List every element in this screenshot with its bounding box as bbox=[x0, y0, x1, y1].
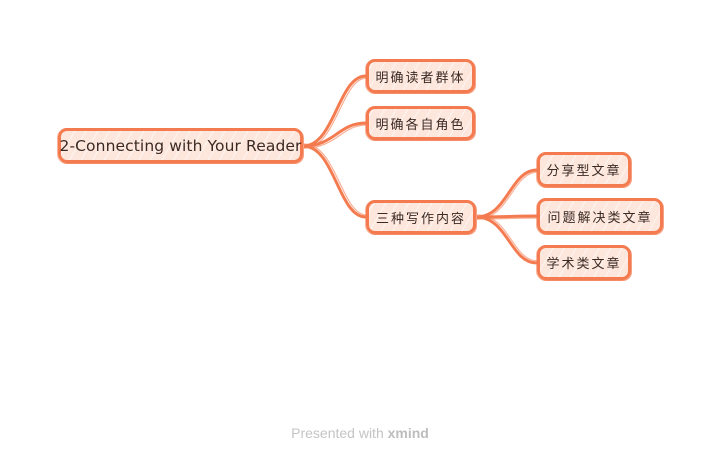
xmind-logo-text[interactable]: xmind bbox=[387, 425, 429, 441]
footer-prefix: Presented with bbox=[291, 425, 388, 441]
topic-label: 三种写作内容 bbox=[375, 211, 466, 227]
subtopic-sharing-articles[interactable]: 分享型文章 bbox=[536, 152, 631, 188]
subtopic-label: 分享型文章 bbox=[546, 164, 622, 179]
topic-identify-roles[interactable]: 明确各自角色 bbox=[365, 106, 475, 141]
connector-root-branch1 bbox=[301, 74, 368, 148]
subtopic-label: 问题解决类文章 bbox=[547, 210, 653, 226]
subtopic-label: 学术类文章 bbox=[546, 257, 622, 272]
root-topic[interactable]: 2-Connecting with Your Reader bbox=[57, 128, 303, 164]
topic-label: 明确各自角色 bbox=[375, 117, 466, 133]
topic-identify-readers[interactable]: 明确读者群体 bbox=[365, 59, 475, 94]
presented-with-footer: Presented with xmind bbox=[0, 425, 720, 441]
topic-label: 明确读者群体 bbox=[375, 70, 466, 86]
connector-branch3-sub3 bbox=[474, 215, 539, 265]
root-topic-label: 2-Connecting with Your Reader bbox=[59, 136, 302, 155]
connector-root-branch3 bbox=[301, 144, 368, 219]
connector-branch3-sub1 bbox=[474, 168, 539, 219]
topic-three-content-types[interactable]: 三种写作内容 bbox=[365, 200, 476, 235]
subtopic-problem-solving-articles[interactable]: 问题解决类文章 bbox=[536, 198, 663, 235]
subtopic-academic-articles[interactable]: 学术类文章 bbox=[536, 245, 631, 281]
